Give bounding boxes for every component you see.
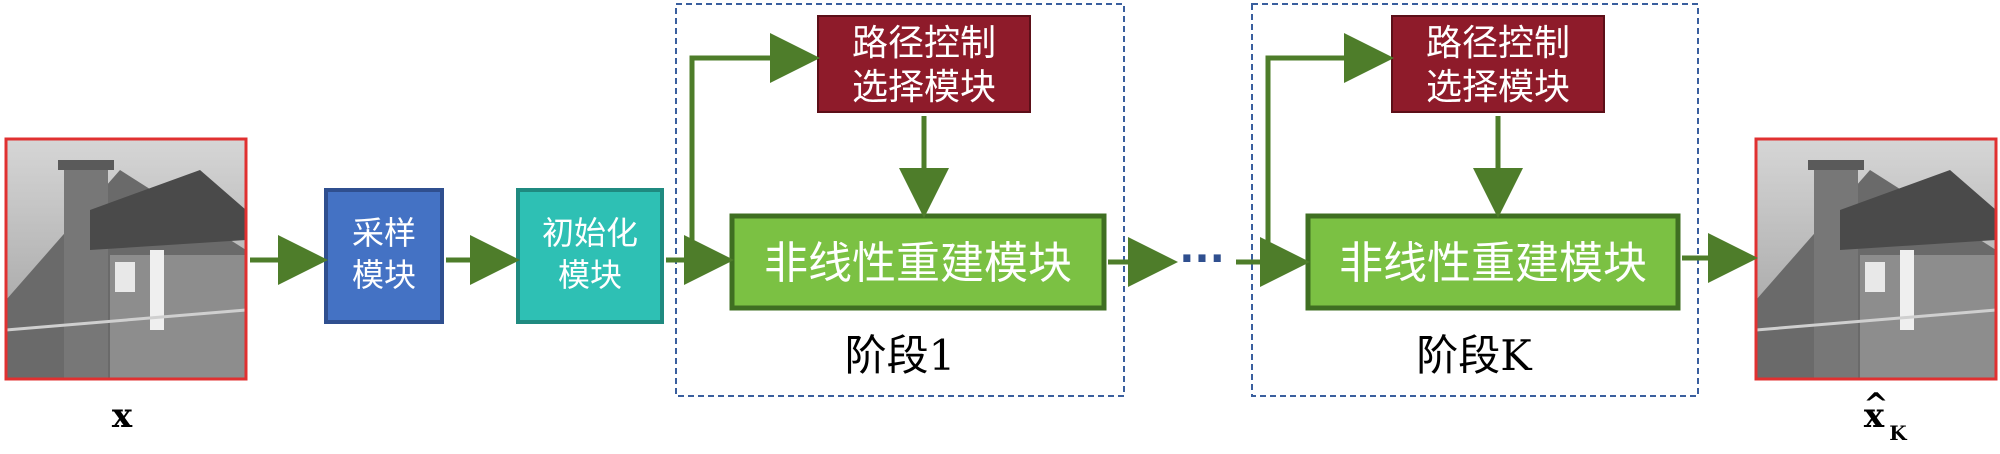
output-label: ^ x K [1863,387,1907,445]
stage1-reconstruction-label: 非线性重建模块 [764,238,1072,289]
input-image [4,137,248,381]
sampling-label-line1: 采样 [352,214,416,252]
ellipsis: ··· [1179,236,1225,282]
stage1-path-label-line1: 路径控制 [852,23,996,64]
output-image [1754,137,1998,381]
init-label-line1: 初始化 [542,214,638,252]
stageK-path-label-line2: 选择模块 [1426,67,1570,108]
init-label-line2: 模块 [558,256,622,294]
connector-arrows [250,33,1758,287]
output-label-subscript: K [1889,421,1907,445]
sampling-module [324,188,444,324]
stageK-reconstruction-label: 非线性重建模块 [1339,238,1647,289]
arrow-init-to-path1 [689,33,820,260]
stageK-path-control-module [1391,15,1605,113]
input-label: x [112,396,133,436]
stage1-path-label-line2: 选择模块 [852,67,996,108]
stage1-frame [675,3,1125,397]
stage1-path-control-module [817,15,1031,113]
stageK-frame [1251,3,1699,397]
stage1-label: 阶段1 [845,331,956,380]
output-label-hat: ^ [1863,387,1888,422]
stageK-path-label-line1: 路径控制 [1426,23,1570,64]
stageK-label: 阶段K [1416,331,1533,380]
sampling-label-line2: 模块 [352,256,416,294]
arrow-to-pathK [1265,33,1394,262]
output-label-main: x [1864,396,1885,436]
